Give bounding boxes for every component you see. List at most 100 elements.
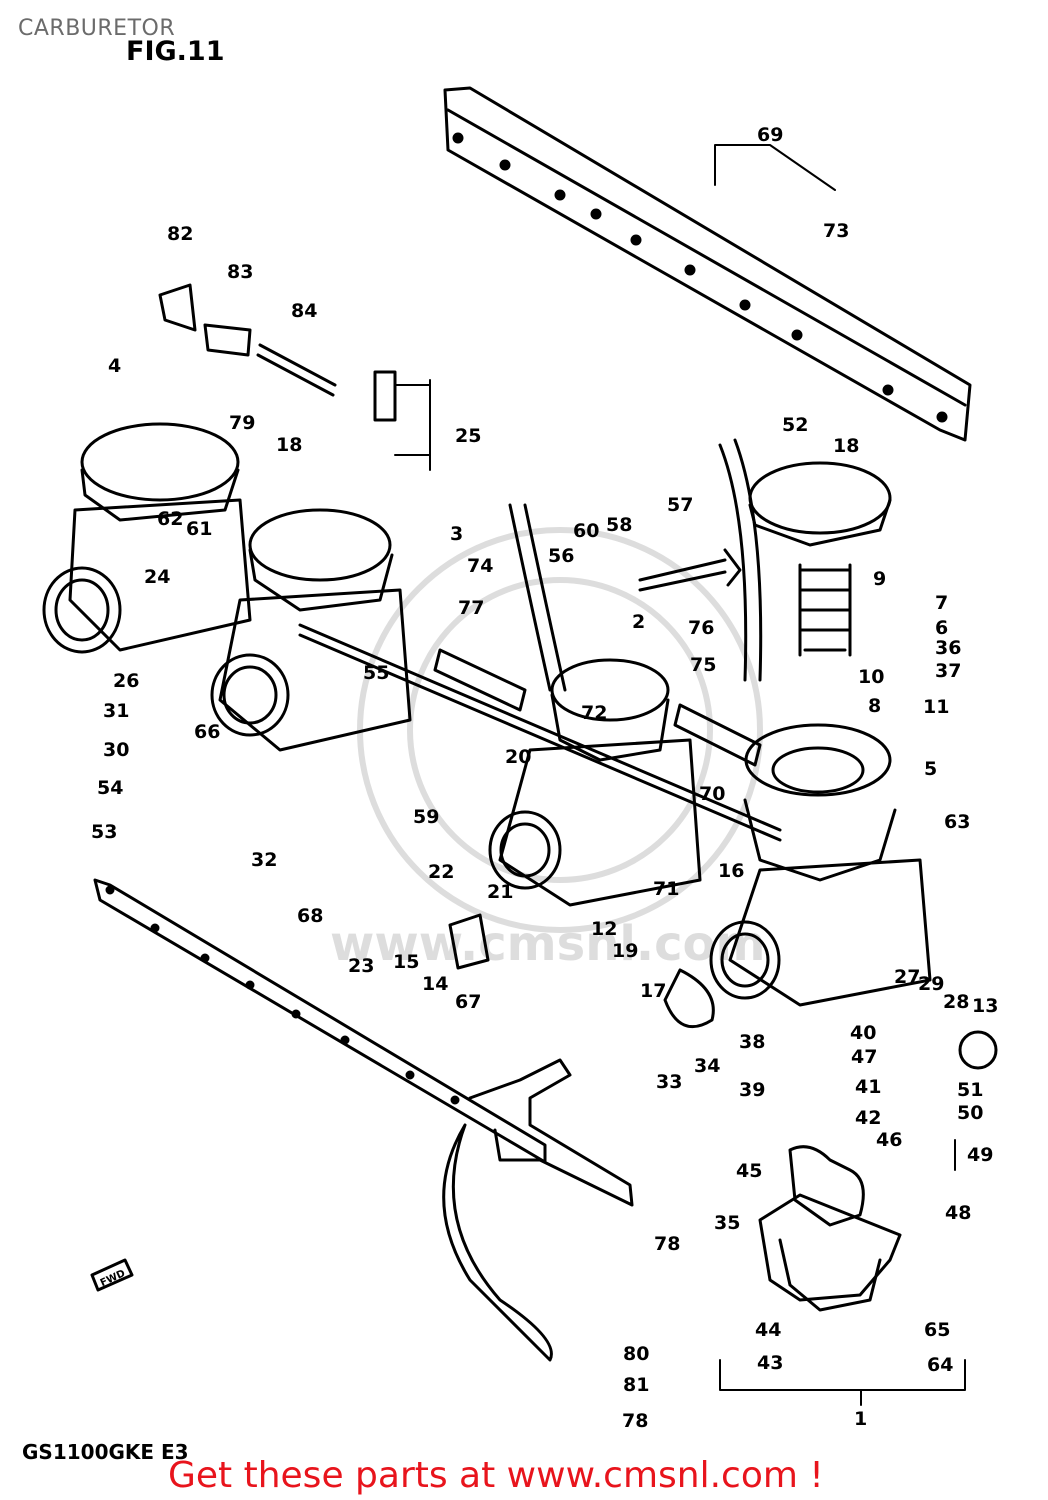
part-label: 77: [458, 597, 484, 619]
part-label: 2: [632, 611, 645, 633]
part-label: 46: [876, 1129, 902, 1151]
part-label: 18: [833, 435, 859, 457]
part-label: 34: [694, 1055, 720, 1077]
cap-13: [958, 1030, 998, 1070]
part-label: 64: [927, 1354, 953, 1376]
part-label: 54: [97, 777, 123, 799]
part-label: 20: [505, 746, 531, 768]
part-label: 81: [623, 1374, 649, 1396]
part-label: 49: [967, 1144, 993, 1166]
part-label: 18: [276, 434, 302, 456]
part-label: 29: [918, 973, 944, 995]
part-label: 78: [622, 1410, 648, 1432]
top-bracket: [443, 86, 972, 442]
part-label: 60: [573, 520, 599, 542]
part-label: 23: [348, 955, 374, 977]
part-label: 19: [612, 940, 638, 962]
part-label: 74: [467, 555, 493, 577]
part-label: 70: [699, 783, 725, 805]
lower-bracket: [93, 878, 634, 1362]
plate-83: [203, 323, 252, 357]
part-label: 1: [854, 1408, 867, 1430]
throttle-shaft: [298, 623, 782, 842]
joint-25: [373, 370, 397, 422]
part-label: 26: [113, 670, 139, 692]
part-label: 22: [428, 861, 454, 883]
part-label: 17: [640, 980, 666, 1002]
part-label: 27: [894, 966, 920, 988]
part-labels: 1 2 3 4 5 6 7 8 9 10 11 12 13 14 15 16 1…: [91, 124, 998, 1432]
part-label: 53: [91, 821, 117, 843]
part-label: 13: [972, 995, 998, 1017]
model-code: GS1100GKE E3: [22, 1440, 189, 1464]
part-label: 41: [855, 1076, 881, 1098]
part-label: 28: [943, 991, 969, 1013]
hose-74: [508, 503, 567, 692]
part-label: 47: [851, 1046, 877, 1068]
hose-76: [718, 438, 763, 682]
part-label: 37: [935, 660, 961, 682]
part-label: 63: [944, 811, 970, 833]
spring-84: [256, 343, 337, 397]
part-label: 69: [757, 124, 783, 146]
float-bowl: [758, 1145, 902, 1312]
promo-link[interactable]: Get these parts at www.cmsnl.com !: [168, 1455, 824, 1496]
carburetor-1: [42, 422, 252, 654]
part-label: 61: [186, 518, 212, 540]
part-label: 24: [144, 566, 170, 588]
part-label: 4: [108, 355, 121, 377]
part-label: 14: [422, 973, 448, 995]
part-label: 48: [945, 1202, 971, 1224]
part-label: 32: [251, 849, 277, 871]
part-label: 56: [548, 545, 574, 567]
part-label: 51: [957, 1079, 983, 1101]
part-label: 52: [782, 414, 808, 436]
plate-34: [663, 968, 715, 1029]
part-label: 57: [667, 494, 693, 516]
part-label: 33: [656, 1071, 682, 1093]
part-label: 35: [714, 1212, 740, 1234]
part-label: 39: [739, 1079, 765, 1101]
piece-67: [448, 913, 490, 970]
leader-lines: [394, 144, 966, 1406]
carburetor-2: [210, 508, 412, 752]
part-label: 9: [873, 568, 886, 590]
part-label: 3: [450, 523, 463, 545]
part-label: 16: [718, 860, 744, 882]
part-label: 78: [654, 1233, 680, 1255]
svg-text:www.cmsnl.com: www.cmsnl.com: [330, 916, 766, 972]
part-label: 67: [455, 991, 481, 1013]
part-label: 6: [935, 617, 948, 639]
part-label: 44: [755, 1319, 781, 1341]
part-label: 72: [581, 702, 607, 724]
part-label: 7: [935, 592, 948, 614]
part-label: 43: [757, 1352, 783, 1374]
part-label: 42: [855, 1107, 881, 1129]
part-label: 31: [103, 700, 129, 722]
part-label: 21: [487, 881, 513, 903]
fuel-tee-75: [673, 703, 762, 767]
part-label: 80: [623, 1343, 649, 1365]
bolt-57: [638, 548, 742, 592]
page-title: CARBURETOR: [18, 16, 176, 41]
part-label: 82: [167, 223, 193, 245]
part-label: 58: [606, 514, 632, 536]
fuel-tee-77: [433, 648, 527, 712]
part-label: 68: [297, 905, 323, 927]
part-label: 79: [229, 412, 255, 434]
part-label: 8: [868, 695, 881, 717]
part-label: 11: [923, 696, 949, 718]
part-label: 10: [858, 666, 884, 688]
figure-number: FIG.11: [126, 36, 225, 67]
part-label: 55: [363, 662, 389, 684]
part-label: 59: [413, 806, 439, 828]
part-label: 25: [455, 425, 481, 447]
part-label: 71: [653, 878, 679, 900]
part-label: 73: [823, 220, 849, 242]
cable-holder-82: [158, 283, 197, 332]
part-label: 15: [393, 951, 419, 973]
part-label: 45: [736, 1160, 762, 1182]
part-label: 75: [690, 654, 716, 676]
carburetor-3: [488, 658, 702, 907]
